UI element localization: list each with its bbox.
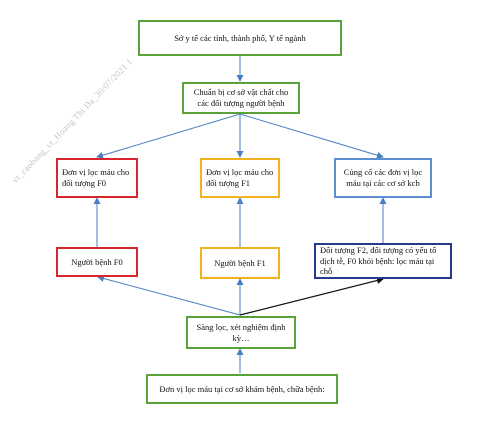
node-consolidate: Củng cố các đơn vị lọc máu tại các cơ sở… [334,158,432,198]
arrow-prepare-to-consolidate [239,113,384,159]
arrow-screening-to-patient-f0 [97,275,241,316]
node-unit-f0: Đơn vị lọc máu cho đối tượng F0 [56,158,138,198]
arrow-prepare-to-unit-f0 [96,113,241,159]
node-prepare: Chuẩn bị cơ sở vật chất cho các đối tượn… [182,82,300,114]
node-bottom: Đơn vị lọc máu tại cơ sở khám bệnh, chữa… [146,374,338,404]
node-patient-f0: Người bệnh F0 [56,247,138,277]
arrow-screening-to-f2 [239,277,384,316]
node-f2-group: Đối tượng F2, đối tượng có yếu tố dịch t… [314,243,452,279]
node-screening: Sàng lọc, xét nghiệm định kỳ… [186,316,296,349]
node-unit-f1: Đơn vị lọc máu cho đối tượng F1 [200,158,280,198]
node-top: Sở y tế các tỉnh, thành phố, Y tế ngành [138,20,342,56]
node-patient-f1: Người bệnh F1 [200,247,280,279]
